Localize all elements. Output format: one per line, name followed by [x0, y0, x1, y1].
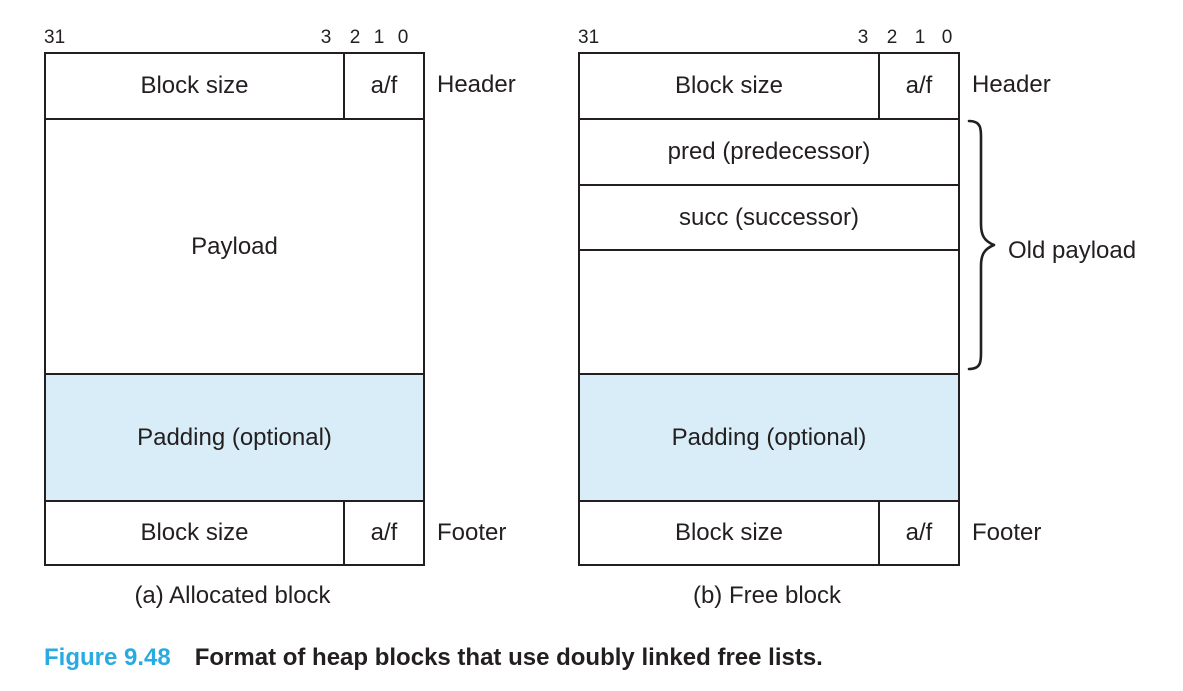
af-flag-cell: a/f — [878, 54, 958, 118]
footer-label: Footer — [437, 519, 507, 546]
subcaption-free: (b) Free block — [692, 582, 842, 609]
af-flag-cell: a/f — [343, 54, 423, 118]
subcaption-allocated: (a) Allocated block — [134, 582, 331, 609]
succ-row: succ (successor) — [580, 184, 958, 249]
bit-label-3: 3 — [857, 27, 869, 48]
footer-label: Footer — [972, 519, 1042, 546]
footer-row: Block size a/f — [580, 500, 958, 564]
pred-row: pred (predecessor) — [580, 118, 958, 184]
bit-label-0: 0 — [397, 27, 409, 48]
allocated-block-diagram: Block size a/f Payload Padding (optional… — [44, 52, 425, 566]
block-size-cell: Block size — [140, 519, 249, 546]
af-flag-cell: a/f — [343, 502, 423, 564]
padding-row: Padding (optional) — [46, 373, 423, 500]
header-label: Header — [972, 71, 1051, 98]
payload-row: Payload — [46, 118, 423, 373]
old-payload-label: Old payload — [1008, 237, 1137, 264]
bit-label-1: 1 — [914, 27, 926, 48]
bit-label-1: 1 — [373, 27, 385, 48]
block-size-cell: Block size — [140, 72, 249, 99]
free-block-diagram: Block size a/f pred (predecessor) succ (… — [578, 52, 960, 566]
old-payload-space-row — [580, 249, 958, 373]
figure-caption-line: Figure 9.48 Format of heap blocks that u… — [44, 644, 823, 672]
af-flag-cell: a/f — [878, 502, 958, 564]
padding-row: Padding (optional) — [580, 373, 958, 500]
header-row: Block size a/f — [46, 54, 423, 118]
figure-number-label: Figure 9.48 — [44, 644, 171, 671]
bit-label-31: 31 — [44, 27, 66, 48]
bit-label-2: 2 — [886, 27, 898, 48]
bit-label-3: 3 — [320, 27, 332, 48]
footer-row: Block size a/f — [46, 500, 423, 564]
figure-caption-text: Format of heap blocks that use doubly li… — [194, 644, 823, 671]
bit-label-31: 31 — [578, 27, 600, 48]
header-label: Header — [437, 71, 516, 98]
block-size-cell: Block size — [674, 72, 784, 99]
old-payload-brace-graphic — [967, 119, 996, 371]
bit-label-0: 0 — [941, 27, 953, 48]
bit-label-2: 2 — [349, 27, 361, 48]
block-size-cell: Block size — [674, 519, 784, 546]
header-row: Block size a/f — [580, 54, 958, 118]
